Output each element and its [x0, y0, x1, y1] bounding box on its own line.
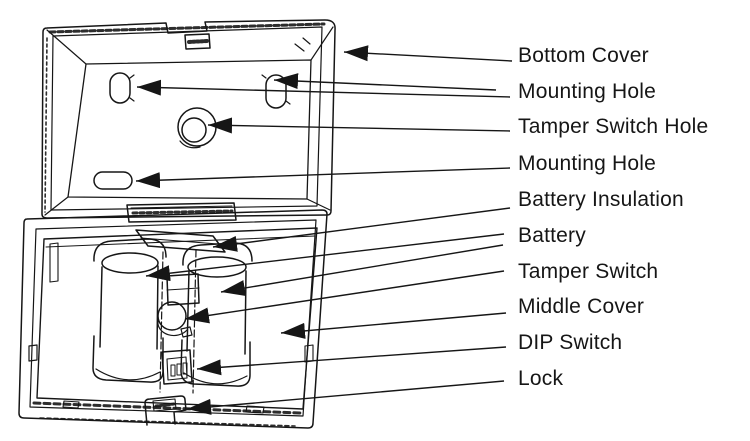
bottom-cover-outline — [41, 19, 336, 219]
bottom-cover — [41, 19, 336, 223]
lock — [144, 395, 187, 426]
battery-left-sides — [99, 265, 159, 350]
callout-lines — [135, 45, 513, 415]
top-clip-tab-hatch — [187, 39, 209, 44]
tamper-switch-hole — [177, 107, 217, 149]
middle-cover — [36, 227, 318, 410]
dip-switch — [161, 349, 193, 385]
bottom-cover-corner-bevels — [44, 26, 334, 216]
corner-tick-marks — [294, 37, 311, 52]
battery-right-top — [187, 256, 247, 278]
callout-line-mounting-hole-top — [273, 73, 497, 91]
rim-hatching — [48, 22, 326, 34]
mounting-hole-top-left — [109, 72, 135, 104]
battery-right-shoe — [180, 339, 251, 387]
callout-line-bottom-cover — [343, 45, 513, 62]
callout-line-dip-switch — [196, 346, 507, 376]
battery-left-top — [101, 252, 159, 274]
callout-line-tamper-switch-hole — [207, 117, 511, 134]
callout-line-lock — [186, 380, 505, 415]
callout-line-tamper-switch — [184, 270, 505, 324]
base-shell-outline — [18, 209, 328, 429]
callout-line-middle-cover — [280, 312, 507, 339]
battery-left-shoe — [92, 335, 164, 383]
callout-line-battery-insulation — [212, 207, 511, 252]
battery-right-shoe-arc — [183, 372, 248, 385]
callout-line-mounting-hole-lower — [135, 167, 511, 189]
bottom-cover-floor — [67, 59, 312, 200]
base-shell-inner-rim — [29, 219, 317, 417]
mounting-hole-lower — [93, 171, 133, 190]
battery-left — [92, 238, 167, 383]
bottom-cover-inner-rim — [50, 26, 323, 211]
base-bottom-hatch-2 — [39, 417, 296, 427]
base-shell — [18, 209, 328, 429]
battery-left-shoe-arc — [95, 368, 161, 381]
battery-left-bracket-top — [93, 238, 167, 262]
middle-cover-slot-left — [49, 242, 59, 283]
callout-line-battery — [220, 244, 504, 296]
top-clip-tab — [184, 33, 211, 50]
rim-hatching-left — [44, 37, 48, 213]
middle-cover-outline — [36, 227, 318, 410]
switch-holder-box — [166, 273, 200, 306]
base-rim-clip-left — [28, 344, 38, 362]
callout-line-battery — [145, 233, 505, 282]
callout-line-mounting-hole-top — [136, 79, 511, 98]
battery-insulation — [135, 229, 226, 253]
